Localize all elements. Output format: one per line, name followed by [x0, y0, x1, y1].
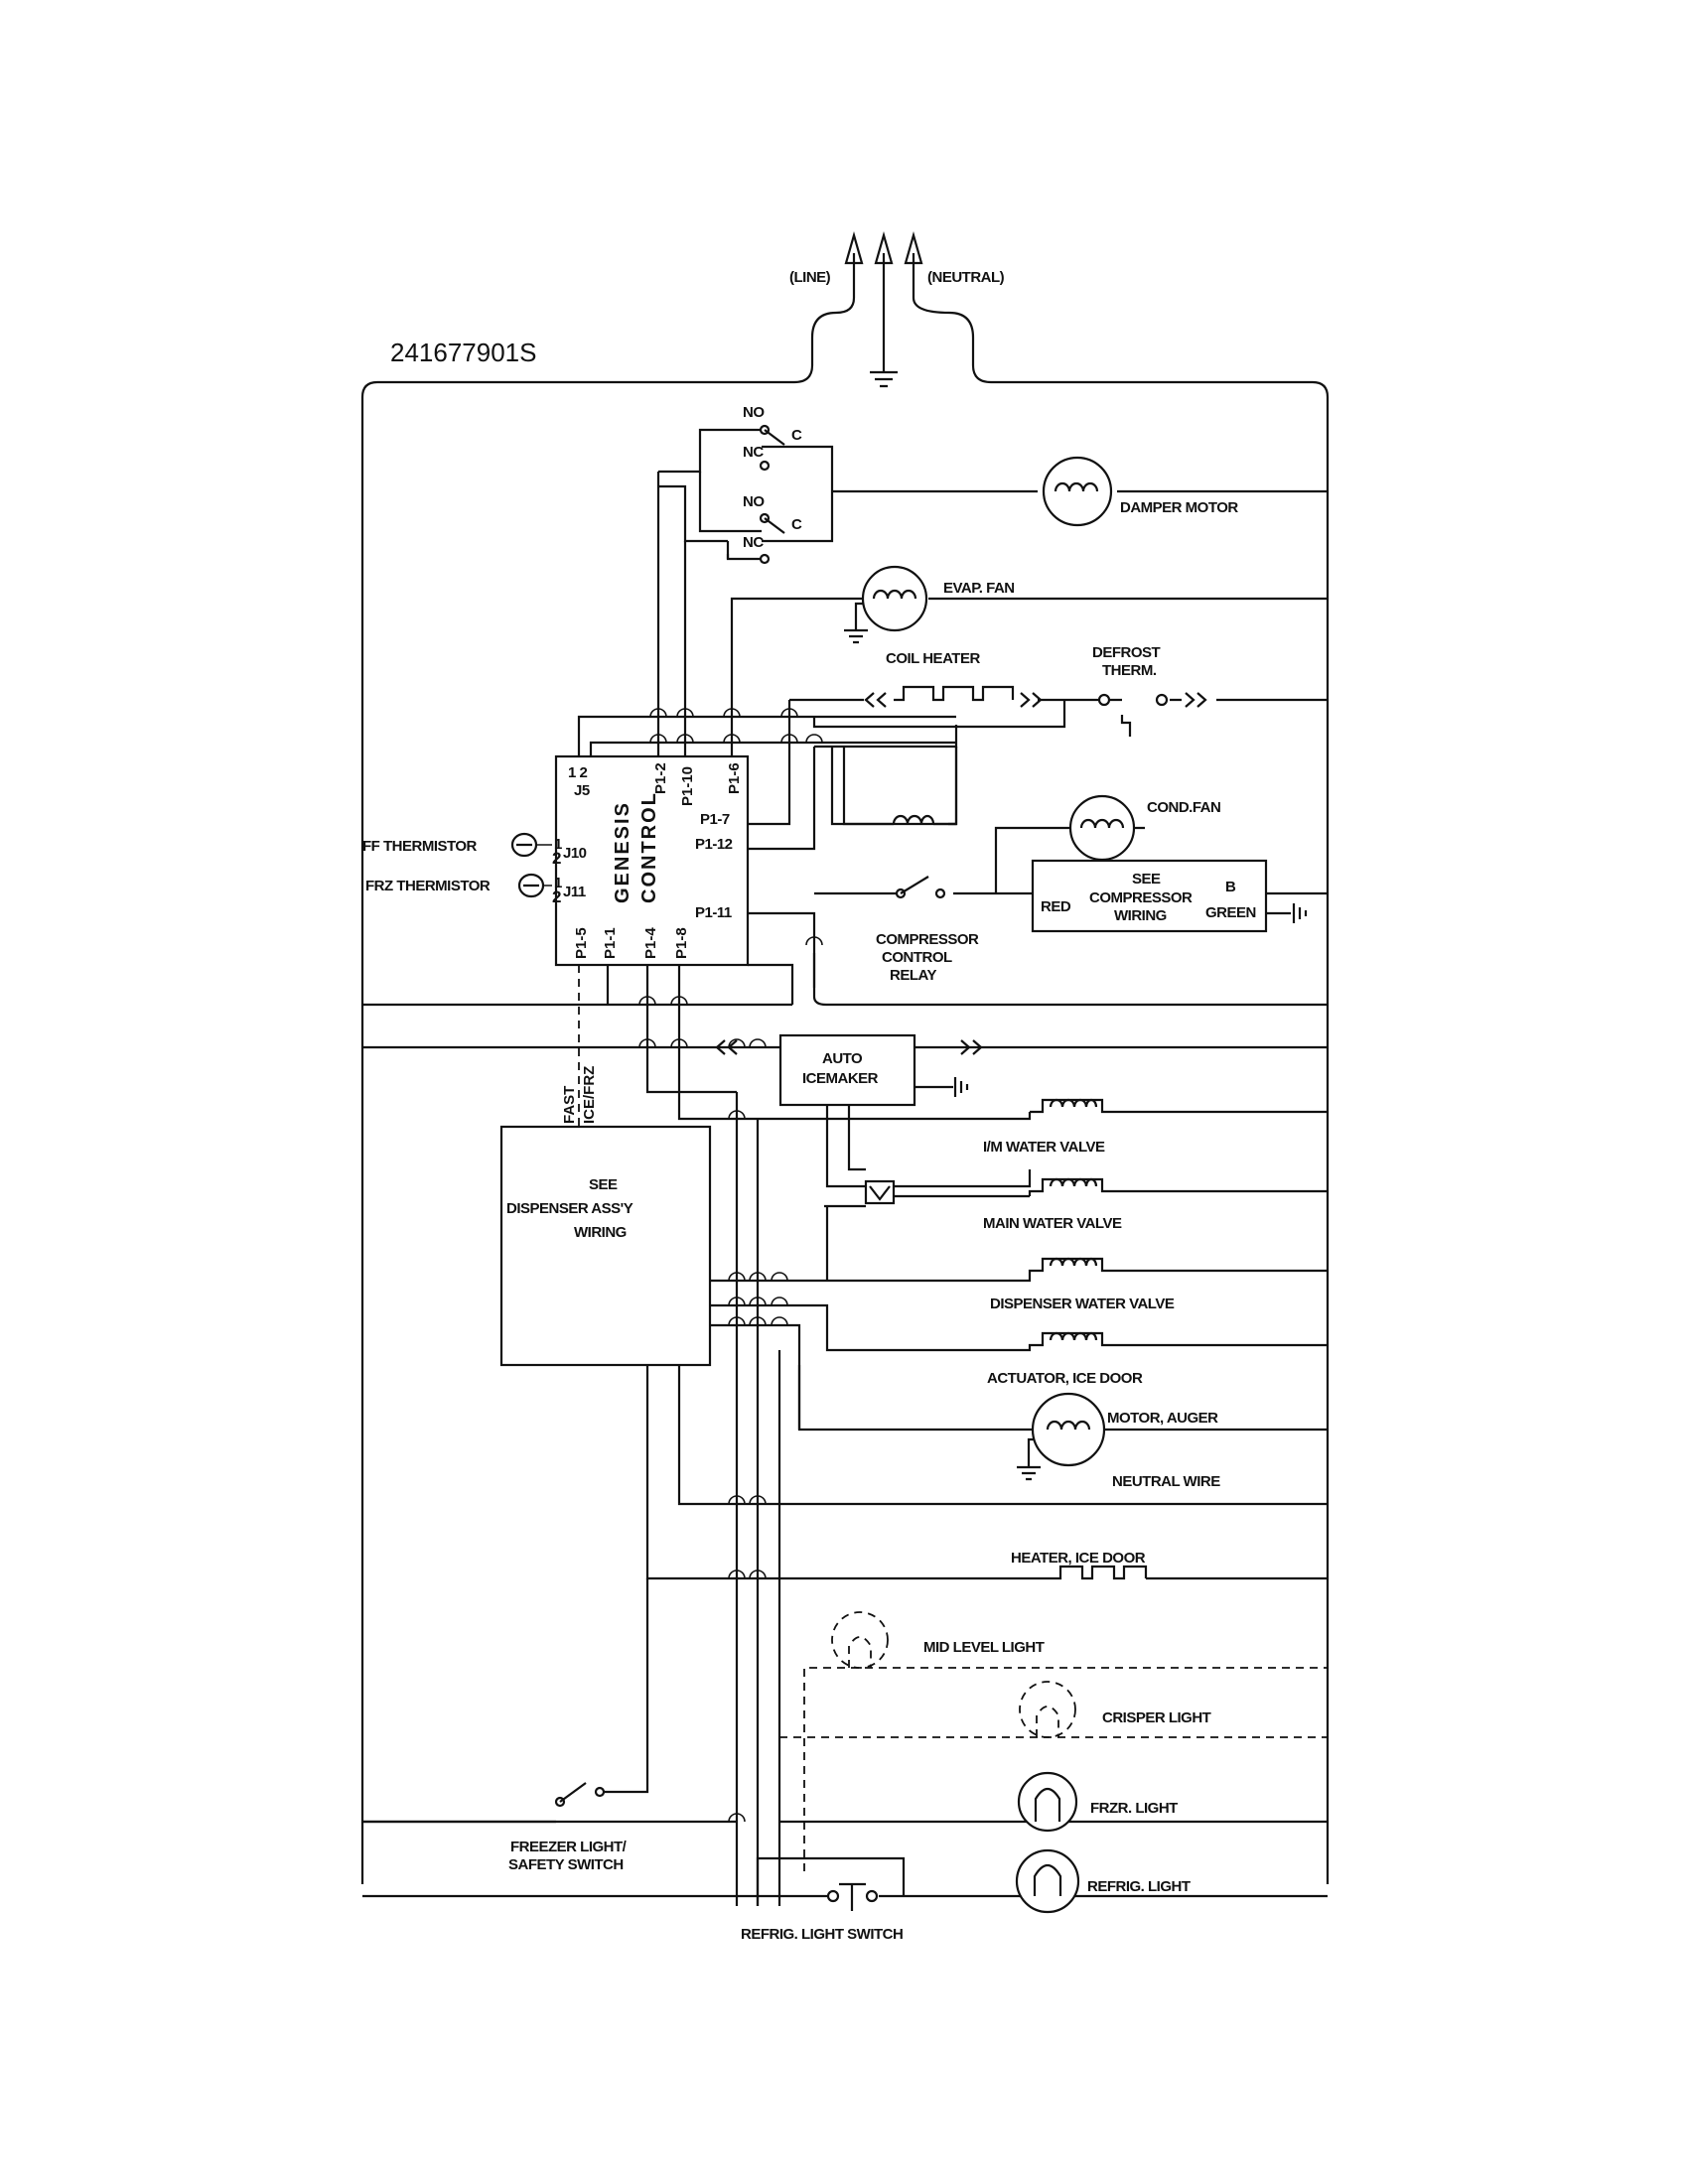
j11-label: J11 [563, 884, 586, 900]
dispenser-box: SEE DISPENSER ASS'Y WIRING [499, 1125, 712, 1367]
pin-p1-7: P1-7 [700, 811, 730, 828]
frz-thermistor-label: FRZ THERMISTOR [365, 878, 491, 894]
thermistors: FF THERMISTOR FRZ THERMISTOR [362, 832, 552, 898]
compressor-b: B [1225, 879, 1236, 895]
damper-switch-block: NO NC C NO NC C [658, 404, 1038, 565]
relay-c-2: C [791, 516, 802, 533]
compressor-relay-3: RELAY [890, 967, 936, 984]
im-water-valve-label: I/M WATER VALVE [983, 1139, 1105, 1156]
dispenser-label-3: WIRING [574, 1224, 627, 1241]
evap-fan: EVAP. FAN [730, 565, 1328, 720]
compressor-red: RED [1041, 898, 1071, 915]
icemaker-label-2: ICEMAKER [802, 1070, 879, 1087]
damper-motor-label: DAMPER MOTOR [1120, 499, 1238, 516]
icemaker-label-1: AUTO [822, 1050, 863, 1067]
compressor-relay-1: COMPRESSOR [876, 931, 979, 948]
dispenser-label-1: SEE [589, 1176, 618, 1193]
compressor-box-2: COMPRESSOR [1089, 889, 1193, 906]
refrig-switch-contact [826, 1889, 840, 1903]
heater-ice-door-label: HEATER, ICE DOOR [1011, 1550, 1146, 1567]
j10-pin-1: 1 [554, 836, 562, 853]
compressor-green: GREEN [1205, 904, 1256, 921]
lights: MID LEVEL LIGHT CRISPER LIGHT FRZR. LIGH… [362, 1611, 1328, 1914]
compressor-box-1: SEE [1132, 871, 1161, 887]
damper-motor: DAMPER MOTOR [1042, 456, 1328, 527]
pin-p1-8: P1-8 [673, 927, 690, 959]
relay-no-2: NO [743, 493, 765, 510]
pin-p1-12: P1-12 [695, 836, 733, 853]
freezer-switch-contact [594, 1786, 606, 1798]
power-plug: (LINE) (NEUTRAL) [360, 230, 1330, 1884]
relay-c-1: C [791, 427, 802, 444]
auto-icemaker: AUTO ICEMAKER [715, 1033, 1032, 1208]
mid-level-light-label: MID LEVEL LIGHT [923, 1639, 1045, 1656]
control-name-2: CONTROL [638, 791, 660, 903]
j11-pin-1: 1 [554, 875, 562, 891]
line-label: (LINE) [789, 269, 831, 286]
relay-contact [759, 553, 771, 565]
heater-ice-door: HEATER, ICE DOOR [645, 1365, 1328, 1580]
refrig-light-switch-label: REFRIG. LIGHT SWITCH [741, 1926, 903, 1943]
control-name-1: GENESIS [612, 801, 633, 903]
compressor-box-3: WIRING [1114, 907, 1167, 924]
refrig-light-label: REFRIG. LIGHT [1087, 1878, 1191, 1895]
compressor-box [1031, 859, 1268, 933]
j11-pin-2: 2 [552, 887, 561, 906]
pin-p1-4: P1-4 [642, 927, 659, 959]
crisper-light-label: CRISPER LIGHT [1102, 1709, 1211, 1726]
ff-thermistor-label: FF THERMISTOR [362, 838, 478, 855]
relay-nc-2: NC [743, 534, 764, 551]
pin-p1-2: P1-2 [652, 762, 669, 794]
defrost-therm-label-1: DEFROST [1092, 644, 1161, 661]
bus-wiring: FAST ICE/FRZ [362, 963, 1328, 1906]
pin-p1-5: P1-5 [573, 927, 590, 959]
genesis-control: GENESIS CONTROL 1 2 J5 1 2 J10 1 2 J11 P… [552, 754, 750, 967]
freezer-switch-label-1: FREEZER LIGHT/ [510, 1839, 628, 1855]
freezer-switch-label-2: SAFETY SWITCH [508, 1856, 624, 1873]
valve-circuits: I/M WATER VALVE MAIN WATER VALVE DISPENS… [677, 1038, 1328, 1906]
refrig-switch-contact [865, 1889, 879, 1903]
evap-fan-label: EVAP. FAN [943, 580, 1015, 597]
pin-p1-10: P1-10 [679, 766, 696, 806]
defrost-circuit: COIL HEATER DEFROST THERM. [789, 644, 1328, 737]
actuator-ice-door-label: ACTUATOR, ICE DOOR [987, 1370, 1143, 1387]
frzr-light-label: FRZR. LIGHT [1090, 1800, 1178, 1817]
cond-fan-label: COND.FAN [1147, 799, 1220, 816]
compressor-circuit: COND.FAN SEE COMPRESSOR WIRING RED B GRE… [748, 794, 1328, 1007]
switches: FREEZER LIGHT/ SAFETY SWITCH REFRIG. LIG… [362, 1578, 904, 1943]
pin-p1-6: P1-6 [726, 762, 743, 794]
dispenser-label-2: DISPENSER ASS'Y [506, 1200, 633, 1217]
control-top-wiring [577, 472, 958, 851]
neutral-label: (NEUTRAL) [927, 269, 1005, 286]
pin-p1-11: P1-11 [695, 904, 732, 921]
pin-p1-1: P1-1 [602, 927, 619, 959]
j10-label: J10 [563, 845, 587, 862]
coil-heater-label: COIL HEATER [886, 650, 980, 667]
neutral-wire-label: NEUTRAL WIRE [1112, 1473, 1220, 1490]
main-water-valve-label: MAIN WATER VALVE [983, 1215, 1122, 1232]
j5-label: J5 [574, 782, 590, 799]
relay-contact [759, 460, 771, 472]
relay-no-1: NO [743, 404, 765, 421]
fast-ice-2: ICE/FRZ [581, 1066, 598, 1124]
fast-ice-1: FAST [561, 1086, 578, 1124]
defrost-therm-label-2: THERM. [1102, 662, 1157, 679]
motor-auger-label: MOTOR, AUGER [1107, 1410, 1218, 1427]
compressor-relay-2: CONTROL [882, 949, 952, 966]
dispenser-water-valve-label: DISPENSER WATER VALVE [990, 1296, 1175, 1312]
part-number: 241677901S [390, 338, 536, 367]
j5-pins: 1 2 [568, 764, 588, 781]
relay-nc-1: NC [743, 444, 764, 461]
j10-pin-2: 2 [552, 849, 561, 868]
